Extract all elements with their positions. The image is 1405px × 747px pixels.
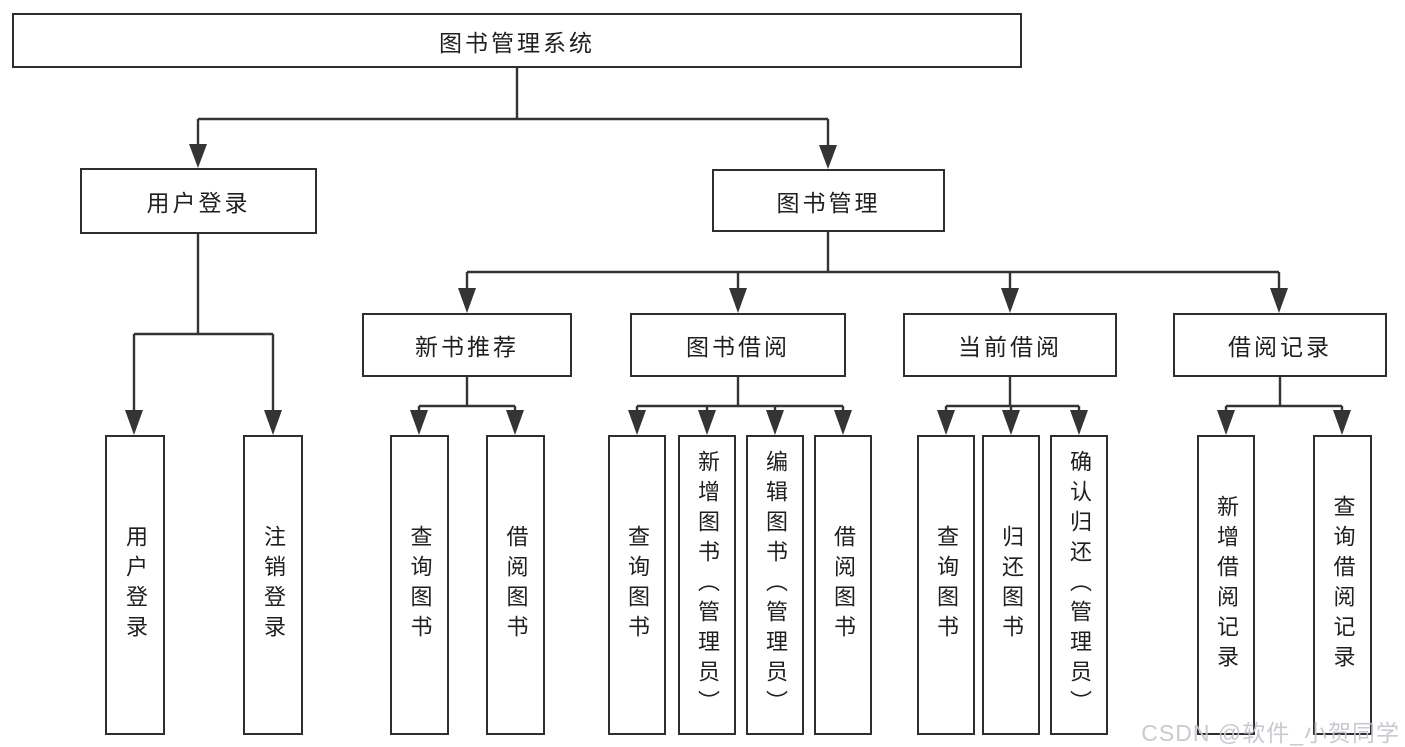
connector-current-borrow-to-leaves xyxy=(937,377,1088,435)
leaf-user-login: 用户登录 xyxy=(105,435,165,735)
leaf-query-books-borrow: 查询图书 xyxy=(608,435,666,735)
node-current-borrowing: 当前借阅 xyxy=(903,313,1117,377)
leaf-query-books-current: 查询图书 xyxy=(917,435,975,735)
leaf-add-book-admin: 新增图书（管理员） xyxy=(678,435,736,735)
node-book-borrowing: 图书借阅 xyxy=(630,313,846,377)
leaf-add-borrow-record: 新增借阅记录 xyxy=(1197,435,1255,735)
node-user-login: 用户登录 xyxy=(80,168,317,234)
leaf-confirm-return-admin: 确认归还（管理员） xyxy=(1050,435,1108,735)
connector-book-management-to-level3 xyxy=(458,232,1288,313)
leaf-edit-book-admin: 编辑图书（管理员） xyxy=(746,435,804,735)
connector-root-to-level2 xyxy=(189,66,837,169)
leaf-borrow-books: 借阅图书 xyxy=(814,435,872,735)
leaf-return-books: 归还图书 xyxy=(982,435,1040,735)
leaf-borrow-books-recommend: 借阅图书 xyxy=(486,435,545,735)
node-library-management-system: 图书管理系统 xyxy=(12,13,1022,68)
connector-user-login-to-leaves xyxy=(125,234,282,435)
node-new-book-recommendation: 新书推荐 xyxy=(362,313,572,377)
connector-new-book-to-leaves xyxy=(410,377,524,435)
leaf-query-books-recommend: 查询图书 xyxy=(390,435,449,735)
connector-borrow-records-to-leaves xyxy=(1217,377,1351,435)
node-borrowing-records: 借阅记录 xyxy=(1173,313,1387,377)
watermark-text: CSDN @软件_小贺同学 xyxy=(1141,720,1400,746)
leaf-query-borrow-record: 查询借阅记录 xyxy=(1313,435,1372,735)
connector-book-borrow-to-leaves xyxy=(628,377,852,435)
node-book-management: 图书管理 xyxy=(712,169,945,232)
leaf-logout: 注销登录 xyxy=(243,435,303,735)
